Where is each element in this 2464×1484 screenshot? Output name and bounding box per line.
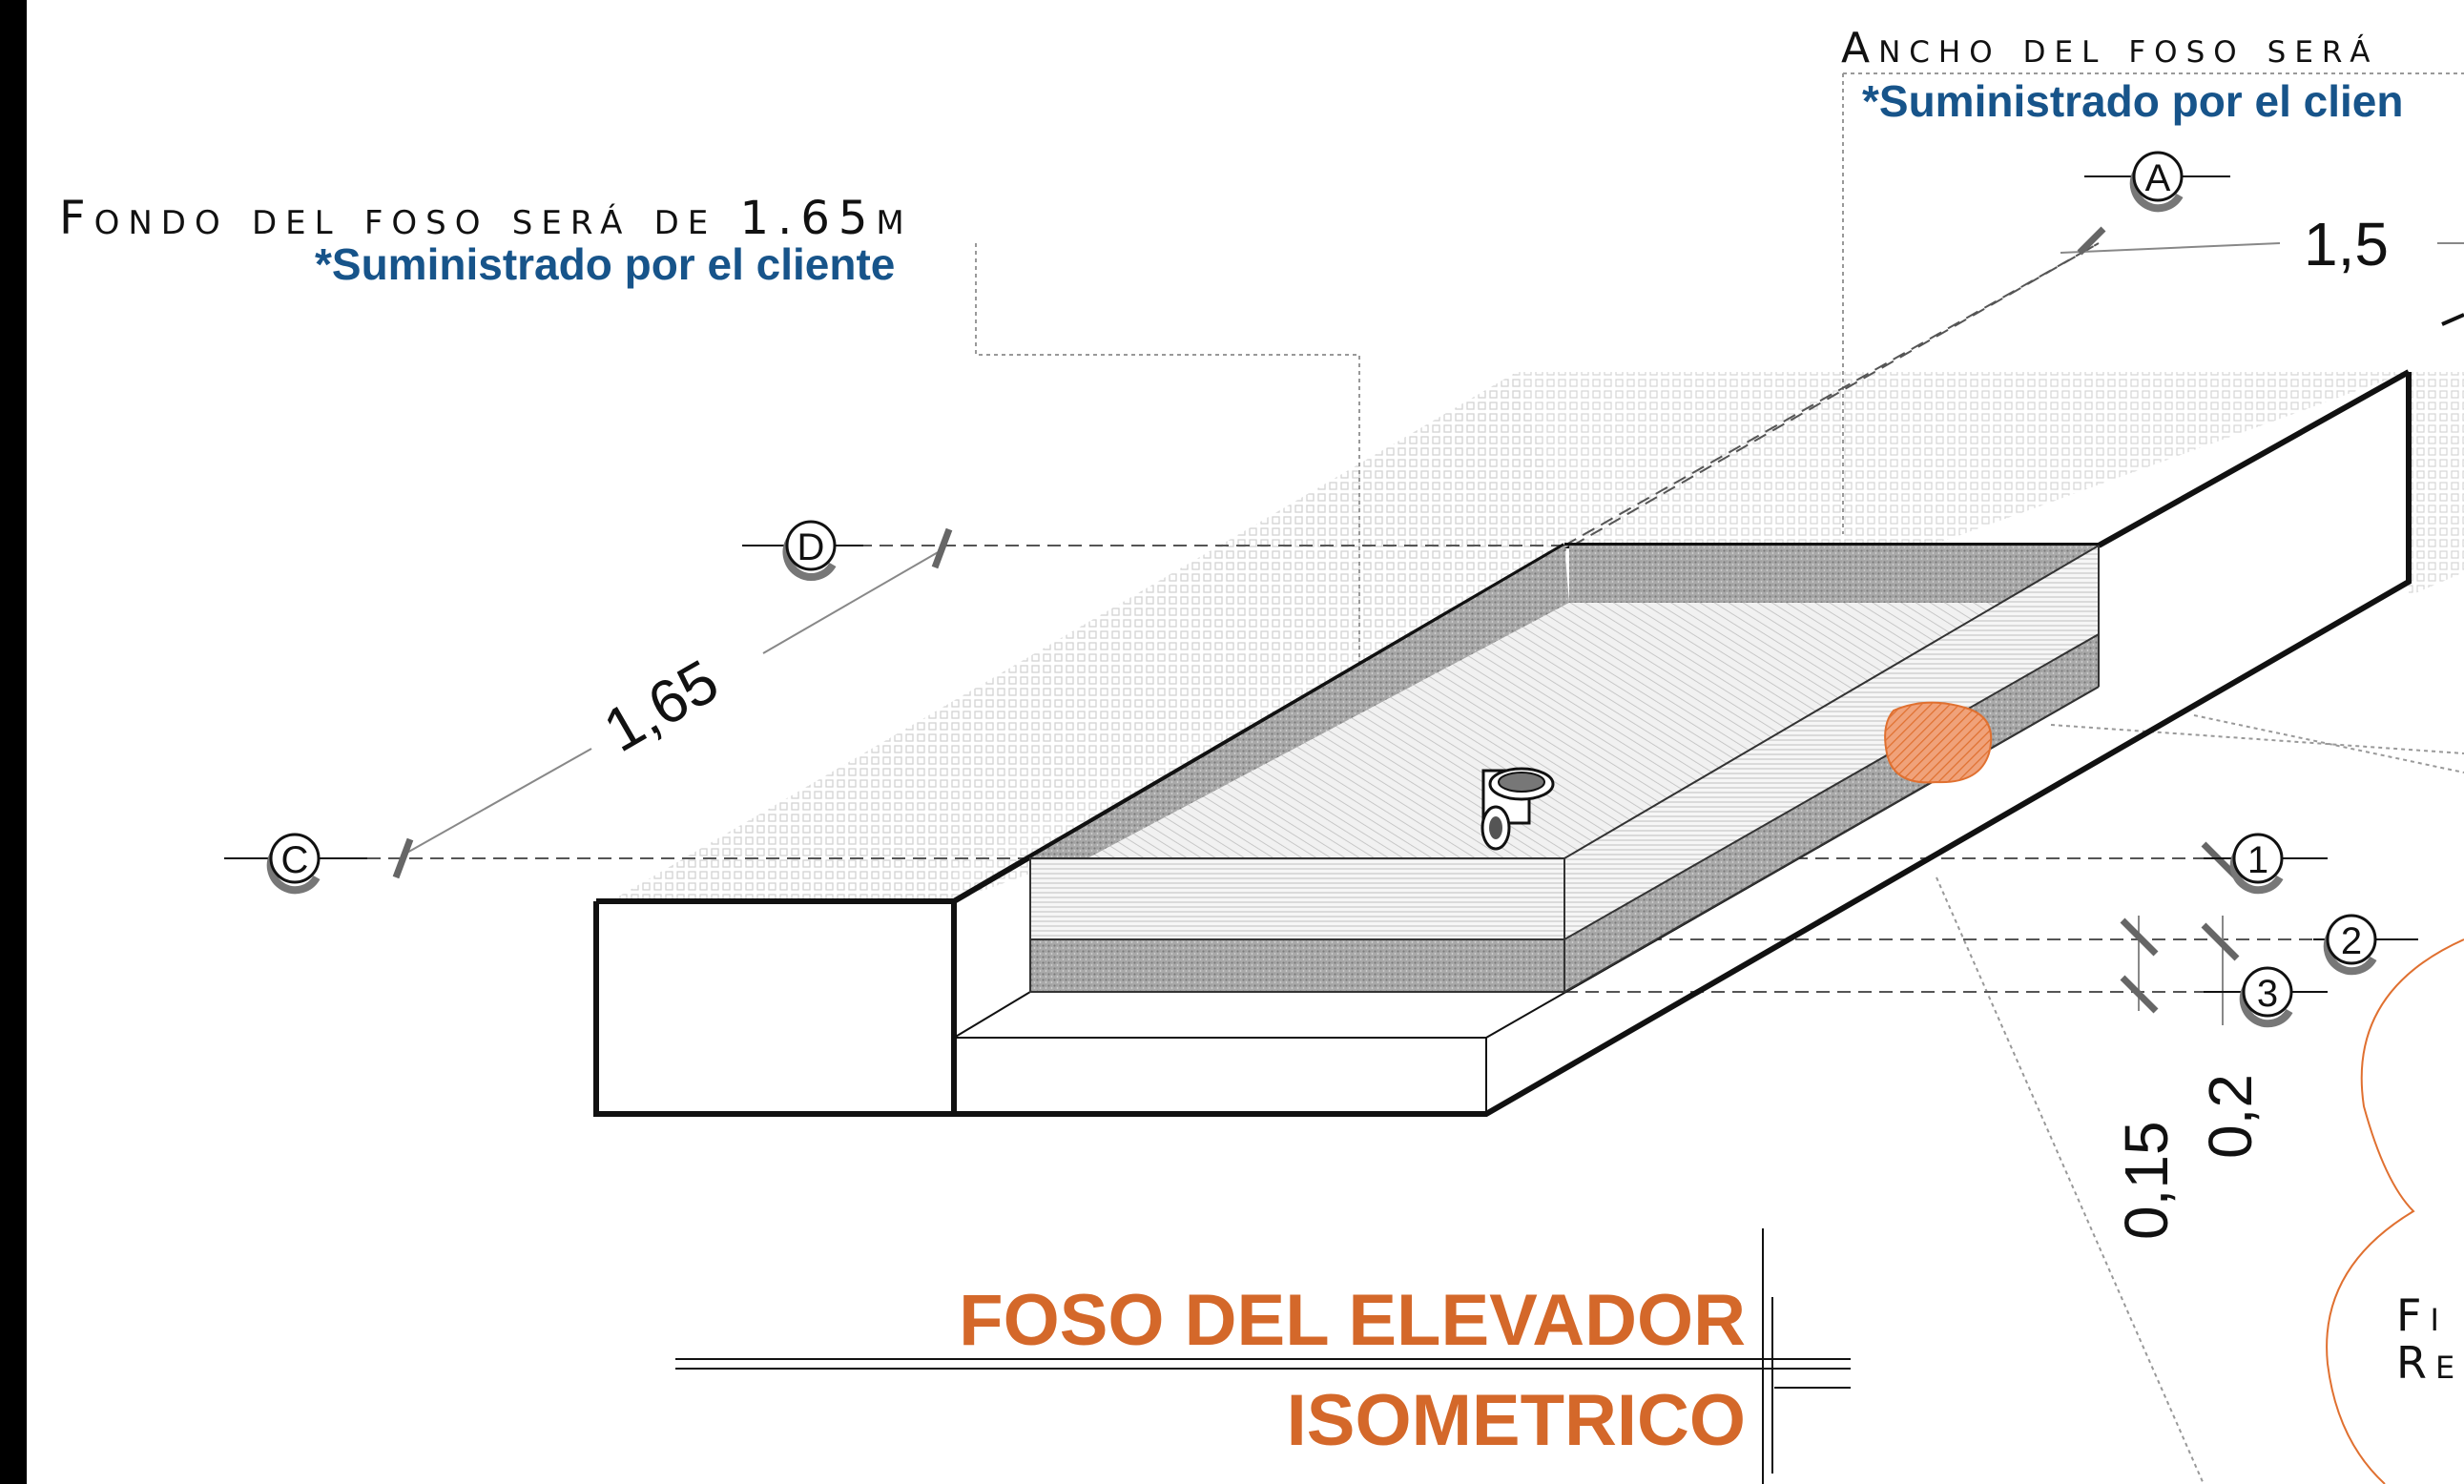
- dim-width: 1,5: [2304, 210, 2389, 278]
- dim-015: 0,15: [2112, 1121, 2181, 1240]
- slab-right-face: [1564, 546, 2099, 939]
- back-grain-strip: [1569, 546, 2099, 603]
- axis-bubble-d: D: [742, 520, 863, 581]
- axis-bubble-2: 2: [2313, 914, 2418, 976]
- axis-label-2: 2: [2341, 920, 2362, 962]
- slab-edges: [1029, 545, 2100, 993]
- slab-top-face: [1087, 603, 2099, 858]
- note-fin-line1: Fi: [2396, 1289, 2448, 1341]
- note-fin-line2: Re: [2396, 1337, 2463, 1389]
- axis-bubble-a: A: [2084, 151, 2230, 213]
- note-fondo-sub: *Suministrado por el cliente: [315, 239, 895, 289]
- note-ancho-title: Ancho del foso será: [1841, 24, 2378, 72]
- ground-surface-hatch-left: [611, 372, 1564, 901]
- title-sub: ISOMETRICO: [1287, 1380, 1746, 1461]
- axis-label-3: 3: [2257, 973, 2278, 1015]
- dim-02: 0,2: [2196, 1074, 2265, 1159]
- slab-front-face: [1030, 858, 1564, 939]
- title-main: FOSO DEL ELEVADOR: [959, 1280, 1746, 1361]
- axis-bubble-c: C: [224, 833, 367, 895]
- note-ancho-sub: *Suministrado por el clien: [1862, 76, 2403, 126]
- leader-lines: [975, 72, 2464, 1484]
- axis-label-c: C: [281, 839, 309, 881]
- base-grain-front: [1030, 939, 1564, 992]
- title-block: FOSO DEL ELEVADOR ISOMETRICO: [675, 1228, 1851, 1484]
- left-grain-strip: [1030, 546, 1569, 858]
- drain-icon: [1480, 767, 1555, 851]
- axis-label-1: 1: [2247, 839, 2268, 881]
- axis-label-a: A: [2145, 157, 2171, 199]
- sump-patch: [1884, 701, 1993, 784]
- axis-bubble-3: 3: [2204, 966, 2328, 1028]
- dim-depth: 1,65: [592, 646, 730, 765]
- axis-label-d: D: [797, 526, 825, 568]
- note-fondo-title: Fondo del foso será de 1.65m: [59, 192, 913, 245]
- sheet-frame-bar: [0, 0, 27, 1484]
- axis-bubble-1: 1: [2204, 833, 2328, 895]
- detail-callout-arc: [2326, 938, 2464, 1484]
